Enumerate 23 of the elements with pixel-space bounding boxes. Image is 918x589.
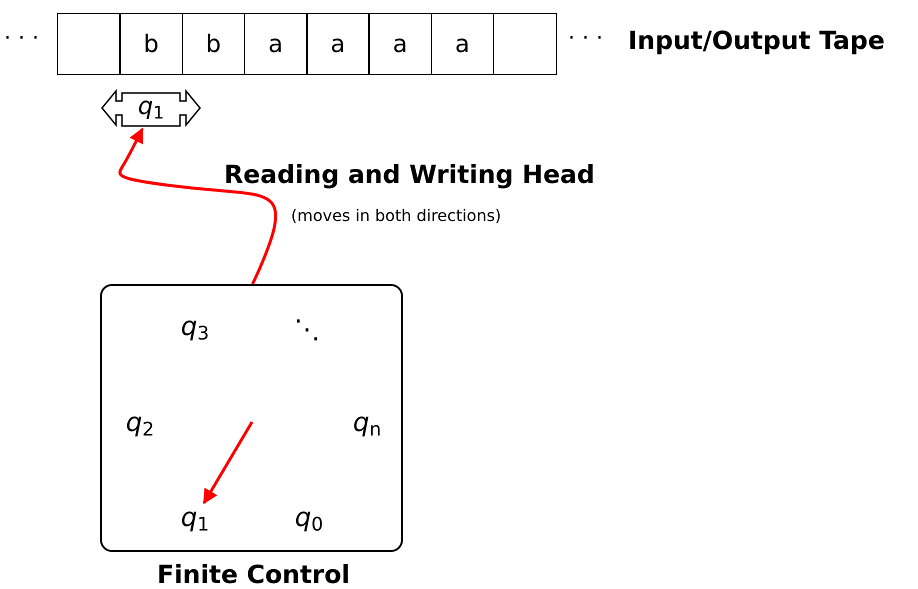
- tape-cell: a: [244, 13, 308, 75]
- tape-cell: b: [182, 13, 246, 75]
- tape-cell: a: [430, 13, 494, 75]
- state-label: q$_{0}$: [279, 499, 339, 539]
- ellipsis: · · ·: [568, 26, 603, 51]
- state-label: q$_{2}$: [110, 404, 170, 444]
- state-label: q$_{n}$: [337, 404, 397, 444]
- arrow: [118, 128, 278, 285]
- empty-tape-cell: [492, 13, 556, 75]
- ellipsis: · · ·: [4, 26, 39, 51]
- tape-cell: a: [368, 13, 432, 75]
- state-label: q$_{3}$: [165, 308, 225, 348]
- state-label: q$_{1}$: [165, 499, 225, 539]
- tape-cell: a: [306, 13, 370, 75]
- read-write-head: q$_{1}$: [100, 89, 202, 127]
- state-label: ⋱: [277, 310, 337, 350]
- head-note: (moves in both directions): [291, 206, 502, 225]
- tape-cell: b: [119, 13, 183, 75]
- empty-tape-cell: [57, 13, 121, 75]
- head-label: Reading and Writing Head: [224, 160, 595, 189]
- tape-label: Input/Output Tape: [628, 26, 885, 55]
- box-title: Finite Control: [156, 560, 351, 589]
- arrow: [202, 421, 254, 504]
